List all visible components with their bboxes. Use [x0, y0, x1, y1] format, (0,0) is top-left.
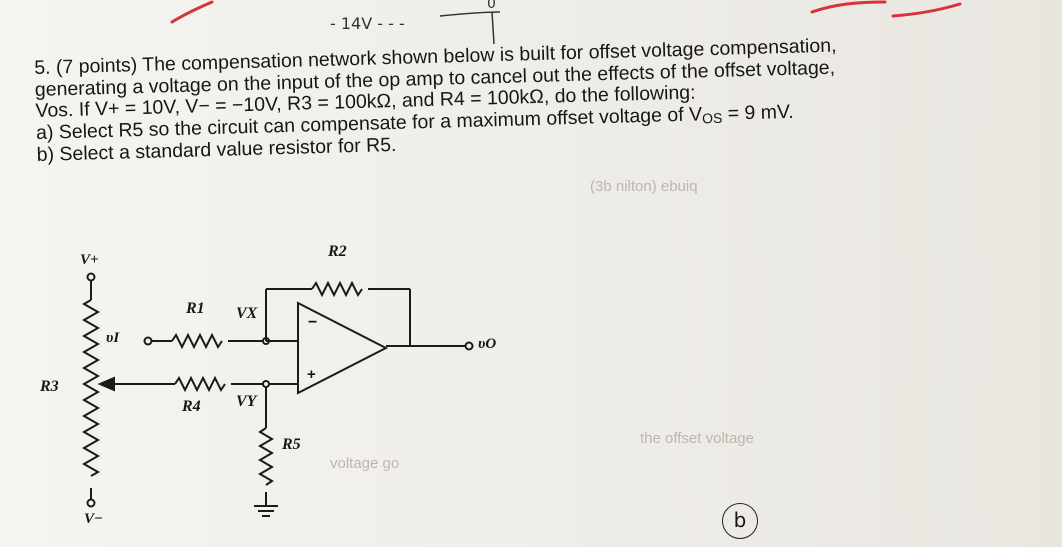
- r2-label: R2: [328, 243, 347, 260]
- vo-label: υO: [478, 336, 497, 352]
- r4-resistor: [174, 375, 226, 393]
- r5-resistor: [258, 427, 274, 486]
- vo-terminal: [464, 341, 474, 351]
- circled-page-letter: b: [722, 503, 758, 539]
- r5-label: R5: [282, 436, 301, 453]
- r2-resistor: [311, 280, 363, 298]
- r3-resistor: [81, 299, 101, 477]
- vplus-label: V+: [80, 252, 99, 268]
- vi-terminal: [143, 336, 153, 346]
- bleed-through-text: (3b nilton) ebuiq: [590, 178, 698, 195]
- noninverting-input-sign: +: [307, 366, 316, 383]
- vminus-label: V−: [84, 511, 104, 527]
- inverting-input-sign: −: [308, 314, 318, 331]
- r1-resistor: [171, 332, 223, 350]
- vy-node: [262, 380, 270, 388]
- vplus-terminal: [86, 272, 96, 282]
- r3-label: R3: [40, 378, 59, 395]
- r3-wiper-arrow: [97, 376, 115, 392]
- op-amp: [297, 301, 389, 395]
- handwritten-zero: 0: [487, 0, 496, 12]
- vy-label: VY: [236, 393, 257, 410]
- r1-label: R1: [186, 300, 205, 317]
- vi-label: υI: [106, 330, 120, 346]
- handwritten-note: - 14V - - -: [330, 14, 405, 33]
- bleed-through-text: voltage go: [330, 455, 400, 472]
- vminus-terminal: [86, 498, 96, 508]
- vx-label: VX: [236, 305, 258, 322]
- r4-label: R4: [182, 398, 201, 415]
- bleed-through-text: the offset voltage: [640, 430, 754, 447]
